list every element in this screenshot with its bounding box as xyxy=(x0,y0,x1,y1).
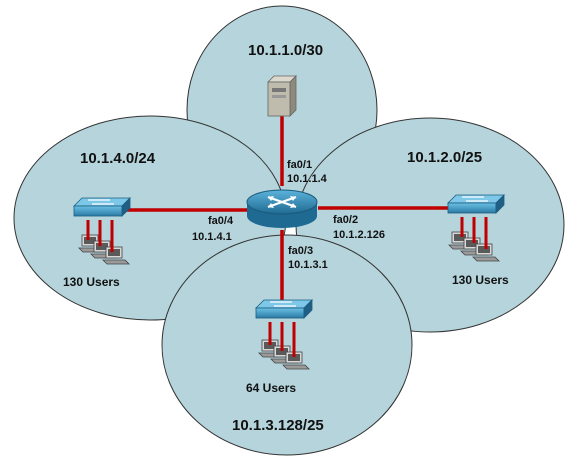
router-icon xyxy=(246,189,318,228)
switch-icon xyxy=(73,197,131,217)
interface-fa0-2-ip: 10.1.2.126 xyxy=(333,229,385,241)
access-links xyxy=(86,217,488,357)
pc-group-left xyxy=(78,234,130,265)
users-label-bottom: 64 Users xyxy=(246,381,296,395)
pc-icon xyxy=(472,243,500,262)
network-label-right: 10.1.2.0/25 xyxy=(407,149,482,166)
interface-fa0-4-ip: 10.1.4.1 xyxy=(192,231,232,243)
interface-fa0-1-name: fa0/1 xyxy=(287,159,312,171)
switch-icon xyxy=(255,299,313,319)
network-label-left: 10.1.4.0/24 xyxy=(80,150,156,167)
interface-fa0-4-name: fa0/4 xyxy=(208,215,234,227)
network-label-top: 10.1.1.0/30 xyxy=(248,42,323,59)
pc-group-right xyxy=(448,231,500,262)
interface-fa0-1-ip: 10.1.1.4 xyxy=(287,173,328,185)
pc-icon xyxy=(102,246,130,265)
switch-icon xyxy=(447,194,505,214)
pc-group-bottom xyxy=(258,339,310,370)
zone-bottom xyxy=(161,234,413,456)
pc-icon xyxy=(282,351,310,370)
server-icon xyxy=(267,75,297,117)
interface-fa0-3-name: fa0/3 xyxy=(288,245,313,257)
users-label-right: 130 Users xyxy=(452,273,509,287)
interface-fa0-3-ip: 10.1.3.1 xyxy=(288,259,328,271)
interface-fa0-2-name: fa0/2 xyxy=(333,214,358,226)
links xyxy=(125,110,448,305)
network-label-bottom: 10.1.3.128/25 xyxy=(232,417,324,434)
users-label-left: 130 Users xyxy=(63,275,120,289)
